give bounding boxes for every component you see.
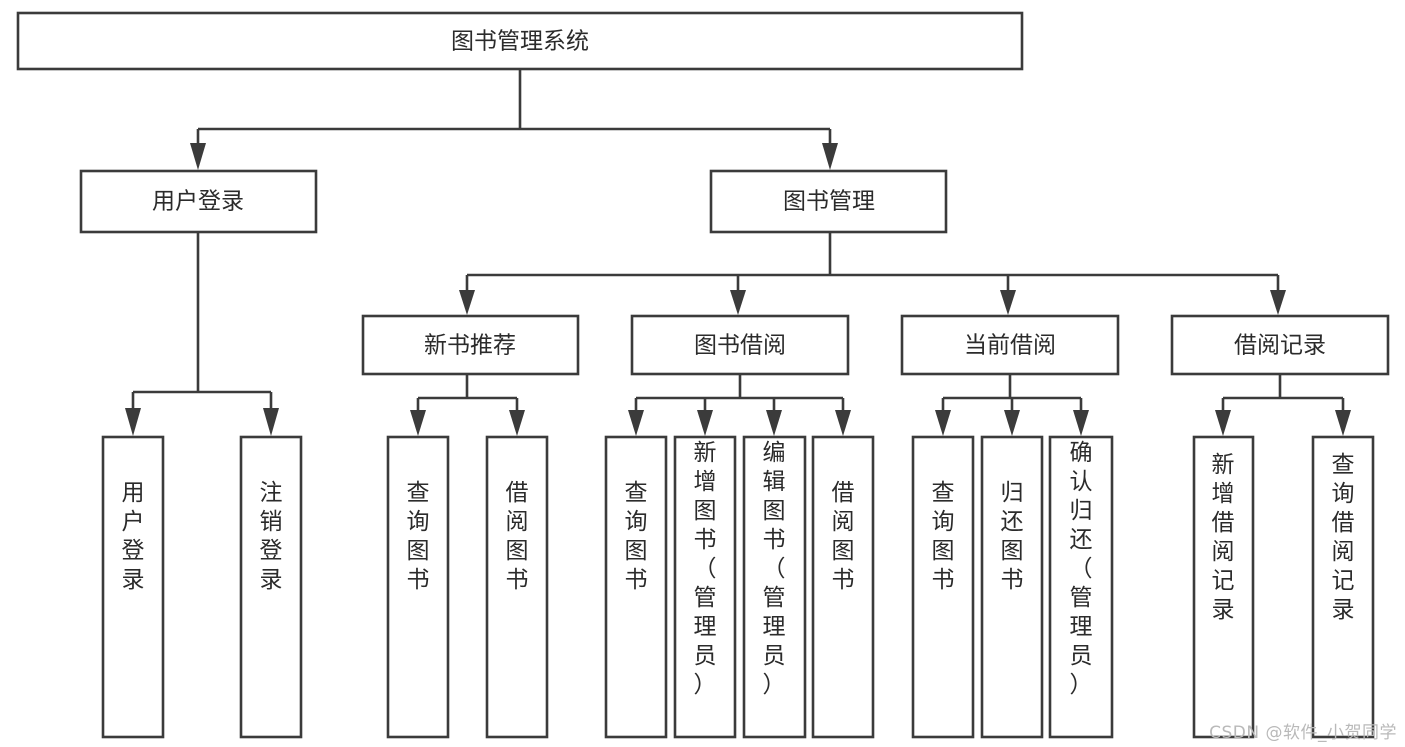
leaf-add-book[interactable]: 新增图书（管理员） — [673, 435, 737, 739]
arrow-head-leaf-confirm-return — [1073, 410, 1089, 436]
leaf-return-book[interactable]: 归还图书 — [980, 435, 1044, 739]
arrow-head-leaf-return-book — [1004, 410, 1020, 436]
leaf-return-book-label: 归还图书 — [1001, 480, 1024, 593]
node-book-borrow-box[interactable] — [630, 314, 850, 376]
node-current-borrow-label: 当前借阅 — [964, 333, 1056, 359]
node-book-management-label: 图书管理 — [783, 189, 875, 215]
node-book-borrow[interactable]: 图书借阅 — [630, 314, 850, 376]
arrow-head-leaf-borrow-book — [835, 410, 851, 436]
arrow-head-leaf-logout-login — [263, 408, 279, 436]
arrow-head-leaf-add-book — [697, 410, 713, 436]
node-user-login-box[interactable] — [79, 169, 318, 234]
leaf-query-book-recommend-box[interactable] — [386, 435, 450, 739]
arrow-head-leaf-query-borrow-record — [1335, 410, 1351, 436]
leaf-confirm-return-label: 确认归还（管理员） — [1070, 440, 1093, 698]
arrow-head-leaf-borrow-book-recommend — [509, 410, 525, 436]
arrow-head-book-borrow — [730, 290, 746, 315]
leaf-query-book-current[interactable]: 查询图书 — [911, 435, 975, 739]
leaf-logout-login-box[interactable] — [239, 435, 303, 739]
arrow-head-new-book-recommend — [459, 290, 475, 315]
leaf-borrow-book-recommend[interactable]: 借阅图书 — [485, 435, 549, 739]
node-new-book-recommend-box[interactable] — [361, 314, 580, 376]
leaf-confirm-return-box[interactable] — [1048, 435, 1114, 739]
leaf-query-book-borrow[interactable]: 查询图书 — [604, 435, 668, 739]
leaf-confirm-return[interactable]: 确认归还（管理员） — [1048, 435, 1114, 739]
node-user-login[interactable]: 用户登录 — [79, 169, 318, 234]
leaf-edit-book[interactable]: 编辑图书（管理员） — [742, 435, 807, 739]
arrow-head-user-login — [190, 143, 206, 170]
leaf-logout-login[interactable]: 注销登录 — [239, 435, 303, 739]
node-current-borrow[interactable]: 当前借阅 — [900, 314, 1120, 376]
leaf-return-book-box[interactable] — [980, 435, 1044, 739]
leaf-borrow-book-recommend-label: 借阅图书 — [506, 480, 529, 593]
arrow-head-leaf-query-book-current — [935, 410, 951, 436]
leaf-query-book-recommend[interactable]: 查询图书 — [386, 435, 450, 739]
leaf-borrow-book[interactable]: 借阅图书 — [811, 435, 875, 739]
node-book-borrow-label: 图书借阅 — [694, 333, 786, 359]
node-current-borrow-box[interactable] — [900, 314, 1120, 376]
node-new-book-recommend-label: 新书推荐 — [424, 333, 516, 359]
leaf-borrow-book-label: 借阅图书 — [832, 480, 855, 593]
leaf-query-borrow-record[interactable]: 查询借阅记录 — [1311, 435, 1375, 739]
leaf-user-login[interactable]: 用户登录 — [101, 435, 165, 739]
arrow-head-book-management — [822, 143, 838, 170]
leaf-borrow-book-box[interactable] — [811, 435, 875, 739]
leaf-logout-login-label: 注销登录 — [260, 480, 283, 593]
connector-layer — [125, 69, 1351, 436]
leaf-add-book-label: 新增图书（管理员） — [694, 440, 717, 698]
arrow-head-leaf-edit-book — [766, 410, 782, 436]
leaf-add-book-box[interactable] — [673, 435, 737, 739]
leaf-query-book-borrow-label: 查询图书 — [625, 480, 648, 593]
leaf-query-borrow-record-box[interactable] — [1311, 435, 1375, 739]
arrow-head-leaf-add-borrow-record — [1215, 410, 1231, 436]
csdn-watermark: CSDN @软件_小贺同学 — [1209, 723, 1397, 743]
node-root-label: 图书管理系统 — [451, 29, 589, 55]
leaf-query-book-current-label: 查询图书 — [932, 480, 955, 593]
leaf-query-borrow-record-label: 查询借阅记录 — [1332, 452, 1355, 623]
node-user-login-label: 用户登录 — [152, 189, 244, 215]
arrow-head-leaf-user-login — [125, 408, 141, 436]
leaf-add-borrow-record-box[interactable] — [1192, 435, 1255, 739]
leaf-query-book-current-box[interactable] — [911, 435, 975, 739]
node-book-management[interactable]: 图书管理 — [709, 169, 948, 234]
node-borrow-record-label: 借阅记录 — [1234, 333, 1326, 359]
node-root-box[interactable] — [16, 11, 1024, 71]
arrow-head-leaf-query-book-borrow — [628, 410, 644, 436]
leaf-borrow-book-recommend-box[interactable] — [485, 435, 549, 739]
node-book-management-box[interactable] — [709, 169, 948, 234]
leaf-add-borrow-record[interactable]: 新增借阅记录 — [1192, 435, 1255, 739]
node-new-book-recommend[interactable]: 新书推荐 — [361, 314, 580, 376]
leaf-edit-book-label: 编辑图书（管理员） — [763, 440, 786, 698]
leaf-edit-book-box[interactable] — [742, 435, 807, 739]
node-borrow-record[interactable]: 借阅记录 — [1170, 314, 1390, 376]
arrow-head-current-borrow — [1000, 290, 1016, 315]
leaf-query-book-borrow-box[interactable] — [604, 435, 668, 739]
leaf-query-book-recommend-label: 查询图书 — [407, 480, 430, 593]
node-borrow-record-box[interactable] — [1170, 314, 1390, 376]
leaf-add-borrow-record-label: 新增借阅记录 — [1212, 452, 1235, 623]
leaf-user-login-label: 用户登录 — [122, 480, 145, 593]
node-root[interactable]: 图书管理系统 — [16, 11, 1024, 71]
arrow-head-borrow-record — [1270, 290, 1286, 315]
arrow-head-leaf-query-book-recommend — [410, 410, 426, 436]
leaf-user-login-box[interactable] — [101, 435, 165, 739]
